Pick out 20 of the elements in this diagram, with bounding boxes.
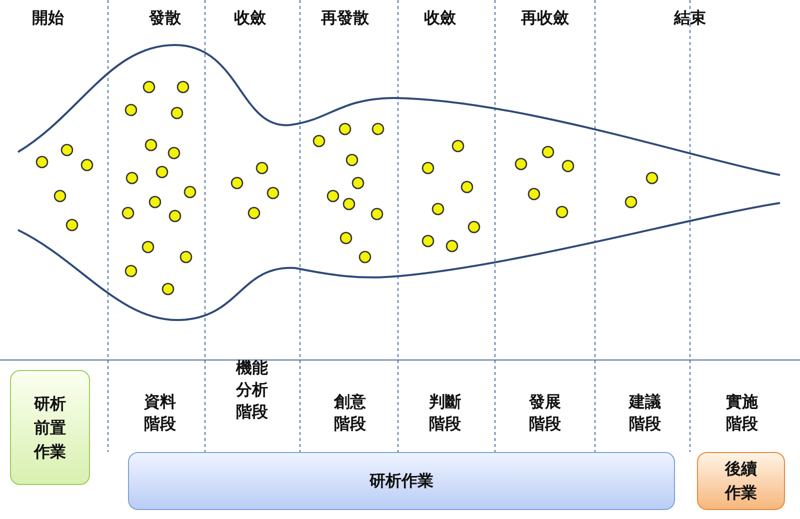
- process-box: [10, 370, 90, 485]
- phase-label: 結束: [674, 7, 706, 29]
- phase-label: 再發散: [321, 7, 369, 29]
- stage-label: 判斷階段: [428, 391, 462, 435]
- stage-label: 發展階段: [528, 391, 562, 435]
- phase-label: 再收斂: [521, 7, 569, 29]
- phase-label: 收斂: [424, 7, 456, 29]
- stage-label: 機能分析階段: [234, 357, 270, 423]
- box-label: 後續作業: [724, 458, 758, 504]
- box-label: 研析前置作業: [32, 392, 67, 462]
- stage-label: 創意階段: [332, 391, 368, 435]
- phase-label: 收斂: [234, 7, 266, 29]
- stage-label: 資料階段: [143, 391, 178, 435]
- stage-label: 實施階段: [725, 391, 760, 435]
- stage-label: 建議階段: [628, 391, 662, 435]
- process-box: [697, 452, 785, 510]
- process-bar: [128, 452, 675, 510]
- phase-label: 開始: [32, 7, 64, 29]
- box-label: 研析作業: [370, 470, 434, 492]
- phase-label: 發散: [149, 7, 181, 29]
